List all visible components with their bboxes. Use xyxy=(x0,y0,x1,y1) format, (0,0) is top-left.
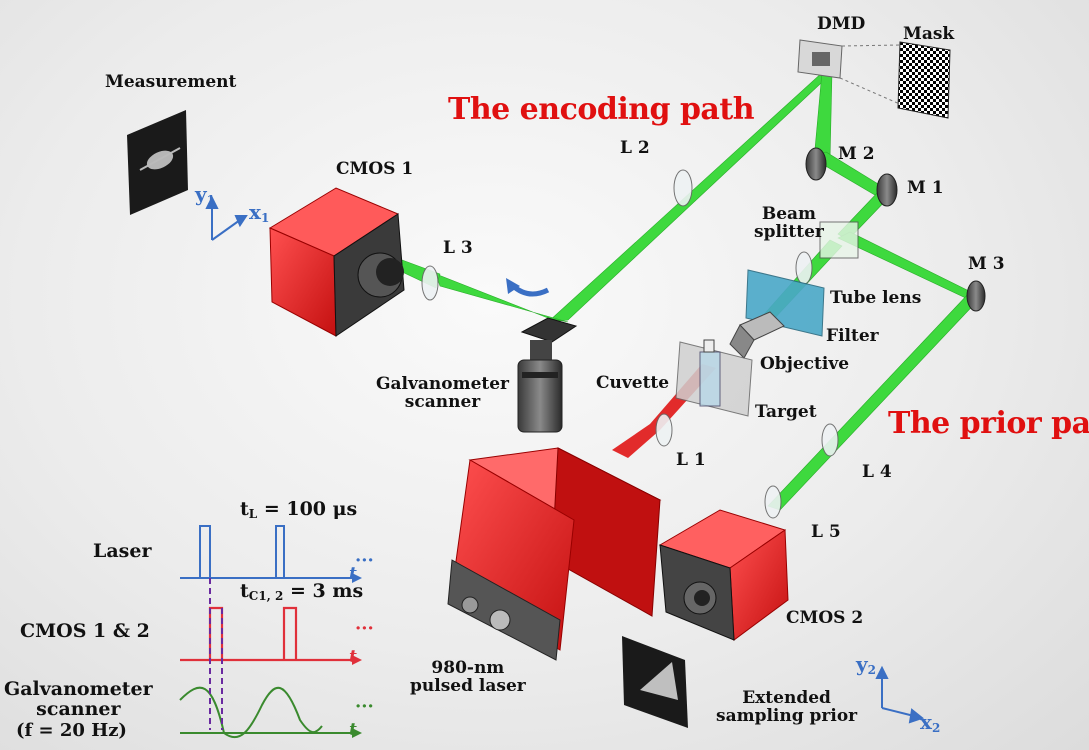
galvanometer-label-line1: Galvanometer xyxy=(376,374,510,394)
l1-label: L 1 xyxy=(676,450,706,470)
axis-x2-letter: x xyxy=(920,710,932,734)
axis-x1-sub: 1 xyxy=(260,211,270,225)
axis-y1-letter: y xyxy=(195,182,207,206)
axis-x1-label: x1 xyxy=(249,202,269,225)
l5-label: L 5 xyxy=(811,522,841,542)
timing-markers xyxy=(209,578,223,730)
mirrors xyxy=(805,147,986,312)
timing-cmos-arrow xyxy=(352,655,362,665)
galvanometer-label: Galvanometer scanner xyxy=(376,374,510,412)
timing-laser-label: Laser xyxy=(93,540,152,562)
laser-source xyxy=(447,447,662,661)
laser-t-axis: t xyxy=(349,564,357,584)
cmos-ellipsis: ··· xyxy=(355,618,374,639)
timing-laser-trace xyxy=(180,525,352,579)
filter-label: Filter xyxy=(826,326,879,346)
beam-splitter xyxy=(819,221,859,259)
objective-lens xyxy=(729,311,785,359)
lenses xyxy=(421,169,839,519)
l4-label: L 4 xyxy=(862,462,892,482)
timing-galvo-label-line2: scanner xyxy=(36,697,121,720)
tube-lens-label: Tube lens xyxy=(830,288,922,308)
encoding-path-title: The encoding path xyxy=(448,92,755,127)
prior-path-title: The prior path xyxy=(888,406,1089,441)
objective-label: Objective xyxy=(760,354,850,374)
axis-y2-label: y2 xyxy=(856,654,876,677)
timing-tl-annotation: tL = 100 μs xyxy=(240,498,358,521)
laser-ellipsis: ··· xyxy=(355,550,374,571)
galvo-t-axis: t xyxy=(349,720,357,740)
galvo-ellipsis: ··· xyxy=(355,696,374,717)
axis-y1-label: y1 xyxy=(195,184,215,207)
extended-prior-label-line1: Extended xyxy=(742,688,831,708)
mask-pattern xyxy=(897,41,951,119)
cmos1-camera xyxy=(268,187,405,337)
extended-prior-label: Extended sampling prior xyxy=(716,688,858,726)
beam-splitter-label: Beam splitter xyxy=(754,204,824,242)
axes-bottom xyxy=(875,665,925,724)
axis-y2-sub: 2 xyxy=(867,663,876,677)
mask-label: Mask xyxy=(903,24,955,44)
timing-cmos-trace xyxy=(180,606,352,662)
tc-value: = 3 ms xyxy=(283,580,364,602)
galvanometer-label-line2: scanner xyxy=(404,391,481,412)
dmd-label: DMD xyxy=(817,14,866,34)
tl-symbol: t xyxy=(240,498,249,520)
m3-label: M 3 xyxy=(968,254,1005,274)
cmos2-camera xyxy=(658,509,789,641)
axis-y2-letter: y xyxy=(856,652,868,676)
galvanometer-scanner xyxy=(506,278,578,433)
cuvette-label: Cuvette xyxy=(596,373,670,393)
target-label: Target xyxy=(755,402,817,422)
axis-x2-sub: 2 xyxy=(931,721,941,735)
cuvette-target xyxy=(675,339,753,417)
extended-prior-label-line2: sampling prior xyxy=(716,705,858,726)
cmos1-label: CMOS 1 xyxy=(336,159,414,179)
measurement-image xyxy=(127,110,188,215)
l3-label: L 3 xyxy=(443,238,473,258)
axis-x2-label: x2 xyxy=(920,712,940,735)
timing-galvo-trace xyxy=(179,686,352,739)
timing-laser-arrow xyxy=(352,573,362,583)
axis-y1-sub: 1 xyxy=(206,193,215,207)
axis-x1-letter: x xyxy=(249,200,261,224)
tl-value: = 100 μs xyxy=(257,498,358,520)
measurement-label: Measurement xyxy=(105,72,237,92)
timing-cmos-label: CMOS 1 & 2 xyxy=(20,620,150,642)
m1-label: M 1 xyxy=(907,178,944,198)
extended-prior-image xyxy=(622,636,688,728)
cmos2-label: CMOS 2 xyxy=(786,608,864,628)
l2-label: L 2 xyxy=(620,138,650,158)
timing-galvo-label-line1: Galvanometer xyxy=(4,678,153,700)
axes-top xyxy=(205,195,248,241)
dmd-device xyxy=(797,39,903,106)
timing-tc-annotation: tC1, 2 = 3 ms xyxy=(240,580,364,603)
laser-source-label: 980-nm pulsed laser xyxy=(410,658,526,696)
timing-galvo-frequency: (f = 20 Hz) xyxy=(16,720,127,741)
tl-sub: L xyxy=(248,507,258,521)
beam-splitter-label-line1: Beam xyxy=(761,204,817,224)
tc-sub: C1, 2 xyxy=(248,589,284,603)
laser-source-label-line1: 980-nm xyxy=(431,658,505,678)
timing-galvo-label: Galvanometer scanner xyxy=(4,678,153,720)
timing-galvo-arrow xyxy=(352,728,362,738)
beam-splitter-label-line2: splitter xyxy=(754,221,824,242)
laser-source-label-line2: pulsed laser xyxy=(410,675,526,696)
tc-symbol: t xyxy=(240,580,249,602)
cmos-t-axis: t xyxy=(349,647,357,667)
m2-label: M 2 xyxy=(838,144,875,164)
